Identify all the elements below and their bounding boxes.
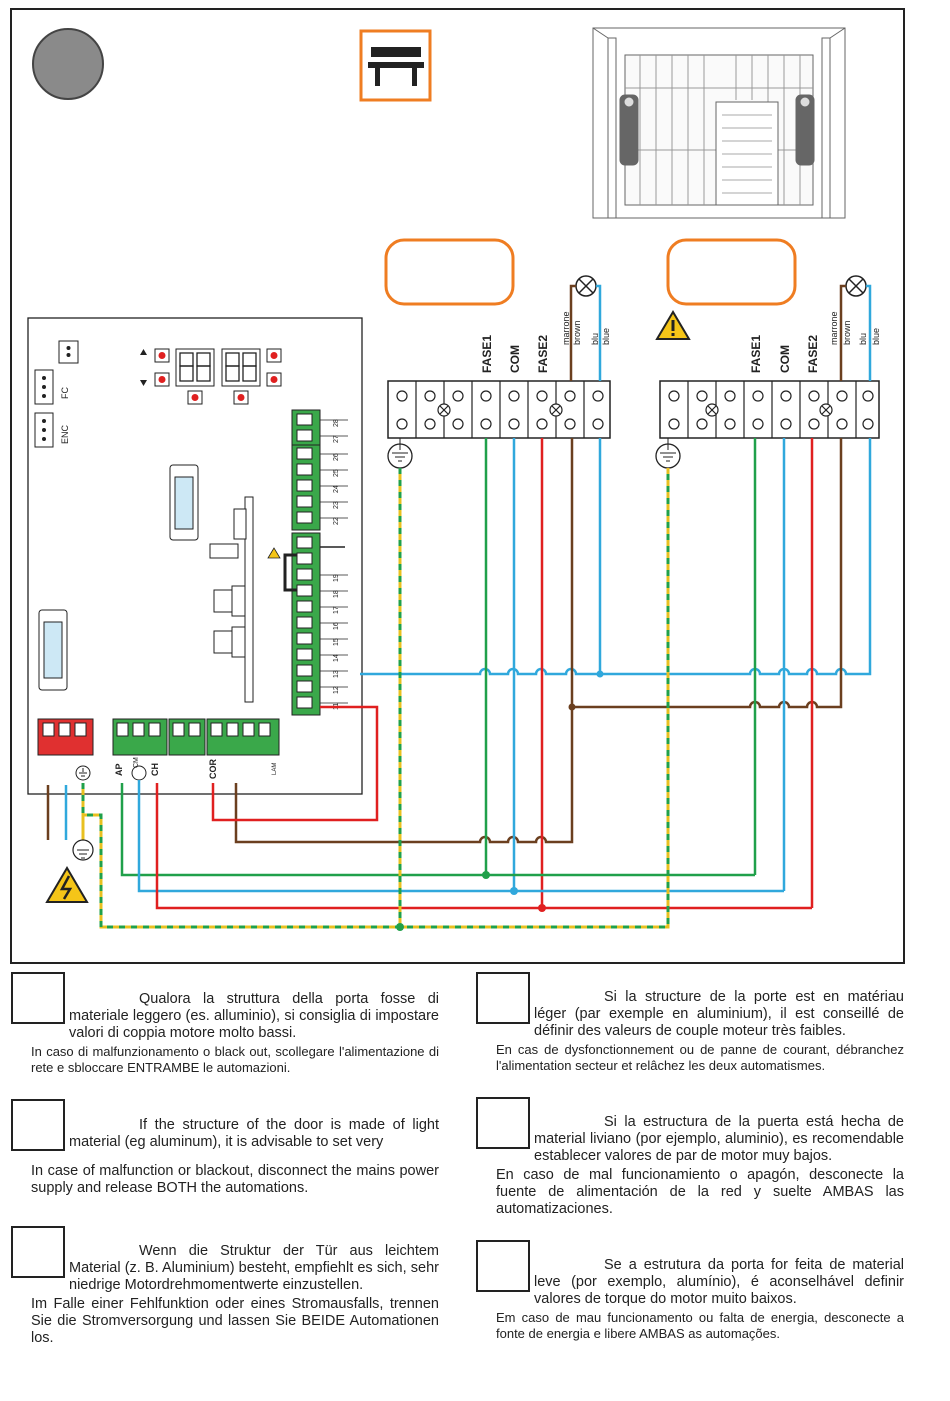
terminal-number-15: 15: [333, 638, 340, 646]
flag-es: [476, 1097, 530, 1149]
ap-label: AP: [114, 763, 124, 776]
right-fase2-label: FASE2: [806, 335, 820, 373]
right-brown-label: brown: [842, 320, 852, 345]
electric-hazard-icon: [45, 866, 89, 903]
terminal-number-12: 12: [333, 686, 340, 694]
terminal-number-23: 23: [333, 501, 340, 509]
motor-label-box-right: [666, 238, 797, 306]
note-fr-line2: En cas de dysfonctionnement ou de panne …: [496, 1042, 904, 1073]
note-en-line1: If the structure of the door is made of …: [69, 1117, 439, 1150]
terminal-number-17: 17: [333, 606, 340, 614]
terminal-number-27: 27: [333, 435, 340, 443]
terminal-number-13: 13: [333, 670, 340, 678]
grey-disc-icon: [32, 28, 104, 100]
note-fr: Si la structure de la porte est en matér…: [476, 989, 904, 1074]
flag-en: [11, 1099, 65, 1151]
cm-label: CM: [133, 757, 140, 768]
left-blu-label: blu: [590, 333, 600, 345]
right-blu-label: blu: [858, 333, 868, 345]
note-de: Wenn die Struktur der Tür aus leichtem M…: [11, 1243, 439, 1347]
terminal-number-26: 26: [333, 453, 340, 461]
control-board: 28 27 26 25 24 23 22 19 18 17 16 15 14 1…: [27, 317, 363, 795]
terminal-block-left: [387, 380, 611, 469]
note-it-line2: In caso di malfunzionamento o black out,…: [31, 1044, 439, 1075]
cor-label: COR: [208, 759, 218, 780]
note-en: If the structure of the door is made of …: [11, 1117, 439, 1197]
flag-it: [11, 972, 65, 1024]
terminal-number-16: 16: [333, 622, 340, 630]
warning-icon: [655, 310, 691, 340]
left-marrone-label: marrone: [561, 311, 571, 345]
terminal-block-right: [655, 380, 880, 469]
note-es-line2: En caso de mal funcionamiento o apagón, …: [496, 1167, 904, 1217]
note-de-line2: Im Falle einer Fehlfunktion oder eines S…: [31, 1296, 439, 1346]
terminal-number-18: 18: [333, 590, 340, 598]
left-brown-label: brown: [572, 320, 582, 345]
motor-label-box-left: [384, 238, 515, 306]
right-com-label: COM: [778, 345, 792, 373]
note-pt-line1: Se a estrutura da porta for feita de mat…: [534, 1257, 904, 1307]
wiring-diagram: FASE1 COM FASE2 marrone brown blu blue: [10, 8, 905, 964]
flag-pt: [476, 1240, 530, 1292]
note-en-line2: In case of malfunction or blackout, disc…: [31, 1163, 439, 1196]
wires: [46, 438, 872, 931]
flag-de: [11, 1226, 65, 1278]
note-fr-line1: Si la structure de la porte est en matér…: [534, 989, 904, 1039]
terminal-number-25: 25: [333, 469, 340, 477]
note-es: Si la estructura de la puerta está hecha…: [476, 1114, 904, 1218]
left-fase2-label: FASE2: [536, 335, 550, 373]
left-com-label: COM: [508, 345, 522, 373]
right-blue-label: blue: [871, 328, 881, 345]
gate-illustration: [592, 27, 846, 219]
note-it: Qualora la struttura della porta fosse d…: [11, 991, 439, 1076]
lamp-icon-left: [569, 275, 602, 381]
fc-label: FC: [60, 387, 70, 399]
enc-label: ENC: [60, 424, 70, 444]
note-es-line1: Si la estructura de la puerta está hecha…: [534, 1114, 904, 1164]
terminal-number-19: 19: [333, 574, 340, 582]
lam-label: LAM: [272, 763, 278, 775]
note-pt: Se a estrutura da porta for feita de mat…: [476, 1257, 904, 1342]
ch-label: CH: [150, 763, 160, 776]
terminal-number-24: 24: [333, 485, 340, 493]
bench-icon: [359, 29, 432, 102]
flag-fr: [476, 972, 530, 1024]
left-fase1-label: FASE1: [480, 335, 494, 373]
right-marrone-label: marrone: [829, 311, 839, 345]
terminal-number-22: 22: [333, 517, 340, 525]
note-pt-line2: Em caso de mau funcionamento ou falta de…: [496, 1310, 904, 1341]
terminal-number-14: 14: [333, 654, 340, 662]
mains-earth-icon: [72, 839, 94, 861]
lamp-icon-right: [839, 275, 872, 381]
note-de-line1: Wenn die Struktur der Tür aus leichtem M…: [69, 1243, 439, 1293]
right-fase1-label: FASE1: [749, 335, 763, 373]
left-blue-label: blue: [601, 328, 611, 345]
terminal-number-28: 28: [333, 419, 340, 427]
note-it-line1: Qualora la struttura della porta fosse d…: [69, 991, 439, 1041]
